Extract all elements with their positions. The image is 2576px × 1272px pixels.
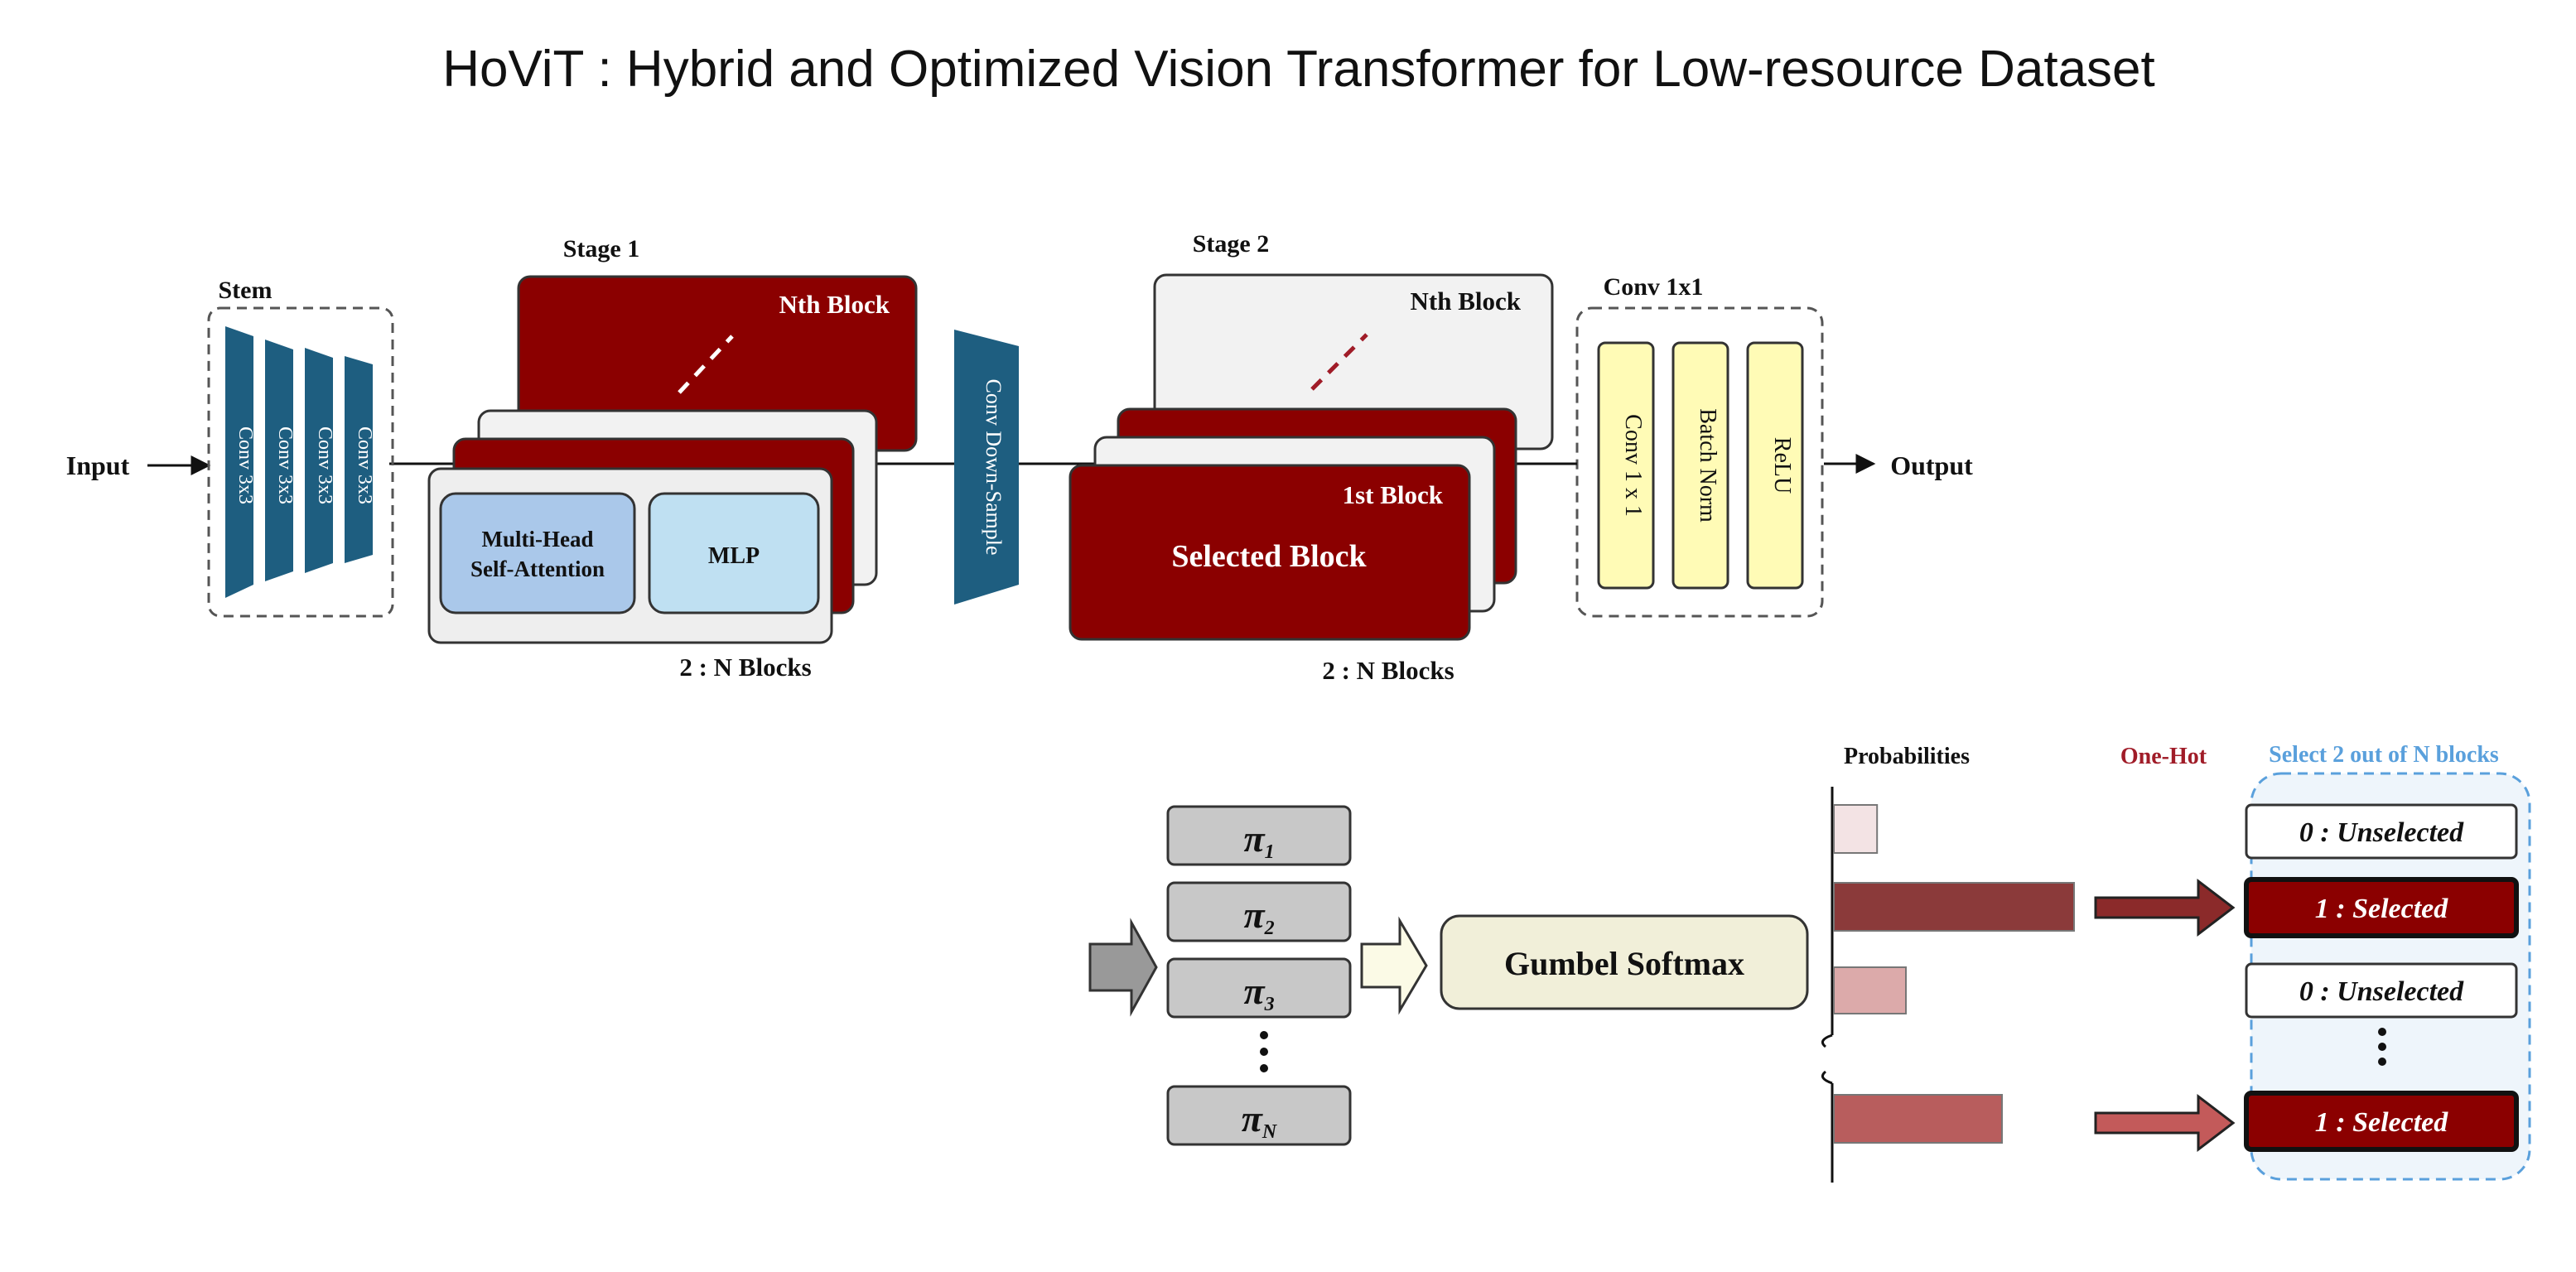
stage2-selected-block-label: Selected Block <box>1171 539 1367 574</box>
stem-convs: Conv 3x3 Conv 3x3 Conv 3x3 Conv 3x3 <box>225 326 375 598</box>
probabilities-title: Probabilities <box>1844 744 1970 769</box>
probability-bars <box>1833 804 2075 1144</box>
selection-vertical-ellipsis <box>2378 1028 2386 1066</box>
stem-conv-2 <box>265 340 293 581</box>
selection-item-2 <box>2244 877 2519 938</box>
conv1x1-items: Conv 1 x 1 Batch Norm ReLU <box>1597 341 1804 590</box>
pi-column: π1 π2 π3 πN <box>1166 805 1352 1146</box>
probability-bar <box>1833 966 1907 1014</box>
pi-box-3 <box>1166 957 1352 1019</box>
stem-conv-text: Conv 3x3 <box>274 426 296 504</box>
selection-label-3: 0 : Unselected <box>2299 976 2464 1007</box>
conv1x1-title: Conv 1x1 <box>1604 273 1704 301</box>
probability-bar <box>1833 882 2075 932</box>
gumbel-softmax-box <box>1440 914 1809 1010</box>
stage2-n-blocks: 2 : N Blocks <box>1322 656 1454 685</box>
stem-conv-4 <box>345 356 373 563</box>
stage1-ellipsis-dash <box>678 335 734 394</box>
probability-bar <box>1833 804 1879 854</box>
pi-box-1 <box>1166 805 1352 866</box>
stage2-first-block-label: 1st Block <box>1343 480 1444 509</box>
input-label: Input <box>66 450 130 480</box>
conv1x1-item-batchnorm <box>1672 341 1729 590</box>
to-gumbel-arrow <box>1360 916 1428 1015</box>
selection-label-n: 1 : Selected <box>2315 1107 2448 1138</box>
pi-symbol-glyph: π <box>1242 1097 1264 1140</box>
mhsa-box <box>439 492 636 614</box>
selection-label-2: 1 : Selected <box>2315 894 2448 924</box>
conv1x1-box <box>1575 306 1824 618</box>
mlp-box <box>648 492 820 614</box>
stage1-n-blocks: 2 : N Blocks <box>679 653 811 682</box>
stage2-ellipsis-dash <box>1310 333 1368 391</box>
stem-label: Stem <box>219 277 273 304</box>
pi-subscript: N <box>1261 1121 1278 1143</box>
conv1x1-item-label: Batch Norm <box>1695 408 1720 523</box>
stage2-stack: Nth Block 1st Block Selected Block <box>1069 273 1554 641</box>
pi-symbol-n: πN <box>1242 1097 1278 1143</box>
conv1x1-item-label: ReLU <box>1769 437 1795 494</box>
selection-item-1 <box>2245 803 2518 860</box>
pi-symbol-glyph: π <box>1243 817 1266 860</box>
conv1x1-item-label: Conv 1 x 1 <box>1620 414 1646 517</box>
stem-box <box>207 306 394 618</box>
stage2-label: Stage 2 <box>1193 230 1270 258</box>
select-title: Select 2 out of N blocks <box>2269 742 2499 768</box>
input-chevron-arrow <box>1088 918 1158 1017</box>
selection-item-3 <box>2245 962 2518 1019</box>
probability-bar <box>1833 1094 2003 1144</box>
mlp-label: MLP <box>708 543 760 569</box>
stage2-nth-block-label: Nth Block <box>1411 287 1522 316</box>
conv1x1-item-conv <box>1597 341 1655 590</box>
stem-conv-1 <box>225 326 253 598</box>
pi-subscript: 3 <box>1264 994 1275 1015</box>
mhsa-label-line2: Self-Attention <box>470 556 605 581</box>
gumbel-softmax-label: Gumbel Softmax <box>1504 945 1744 982</box>
stem-conv-text: Conv 3x3 <box>314 426 335 504</box>
diagram-title: HoViT : Hybrid and Optimized Vision Tran… <box>442 41 2155 98</box>
pi-subscript: 1 <box>1265 841 1275 863</box>
output-label: Output <box>1890 450 1973 480</box>
conv-downsample-shape <box>954 330 1019 605</box>
stem-conv-text: Conv 3x3 <box>234 426 256 504</box>
pi-box-2 <box>1166 881 1352 942</box>
pi-subscript: 2 <box>1264 918 1275 939</box>
selection-item-n <box>2244 1091 2519 1152</box>
stage1-nth-block-label: Nth Block <box>779 290 890 319</box>
probability-axis <box>1821 787 1834 1183</box>
selection-label-1: 0 : Unselected <box>2299 817 2464 848</box>
pi-symbol-glyph: π <box>1243 970 1266 1012</box>
stem-conv-3 <box>305 348 333 573</box>
pi-symbol-glyph: π <box>1243 894 1266 936</box>
pi-symbol-3: π3 <box>1243 970 1274 1015</box>
one-hot-arrow-n <box>2094 1093 2236 1153</box>
stage1-stack: Nth Block Multi-Head Self-Attention MLP <box>427 275 918 644</box>
stage2-front-card <box>1069 464 1471 641</box>
conv-downsample-label: Conv Down-Sample <box>982 378 1006 555</box>
stem-conv-text: Conv 3x3 <box>354 426 375 504</box>
pi-symbol-1: π1 <box>1243 817 1274 863</box>
mhsa-label-line1: Multi-Head <box>482 527 594 552</box>
conv1x1-item-relu <box>1746 341 1804 590</box>
pi-symbol-2: π2 <box>1243 894 1274 939</box>
one-hot-title: One-Hot <box>2120 744 2207 769</box>
one-hot-arrow-2 <box>2094 878 2236 937</box>
pi-box-n <box>1166 1085 1352 1146</box>
stage1-label: Stage 1 <box>563 235 640 263</box>
pi-vertical-ellipsis <box>1260 1031 1268 1072</box>
